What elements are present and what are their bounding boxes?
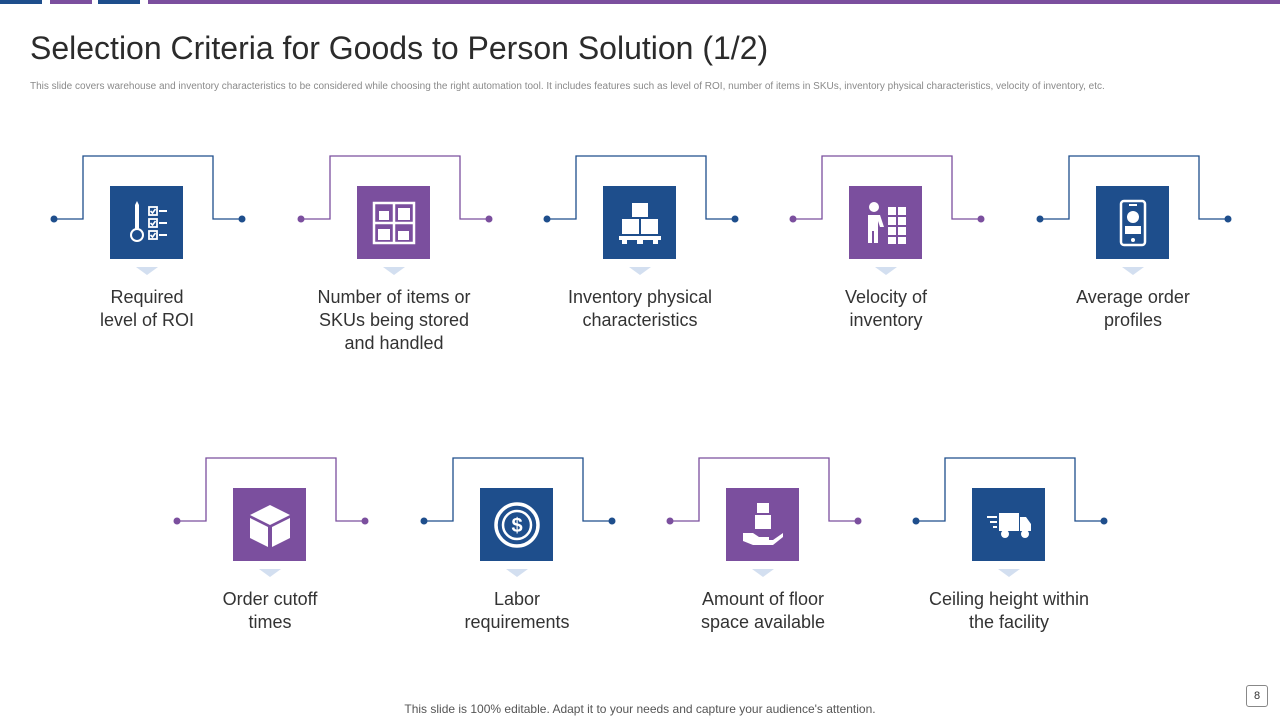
connector-frame	[666, 457, 862, 525]
icon-tile	[1096, 186, 1169, 259]
footer-note: This slide is 100% editable. Adapt it to…	[404, 702, 876, 716]
icon-tile	[233, 488, 306, 561]
connector-frame	[50, 155, 246, 223]
pointer-triangle	[629, 267, 651, 275]
pointer-triangle	[136, 267, 158, 275]
slide-title: Selection Criteria for Goods to Person S…	[30, 30, 769, 66]
icon-tile	[357, 186, 430, 259]
connector-frame	[1036, 155, 1232, 223]
connector-frame	[297, 155, 493, 223]
roi-checklist-icon	[123, 199, 171, 247]
pointer-triangle	[259, 569, 281, 577]
package-box-icon	[246, 501, 294, 549]
connector-frame	[543, 155, 739, 223]
top-accent-bar-2	[50, 0, 92, 4]
mobile-order-icon	[1109, 199, 1157, 247]
person-stacking-icon	[862, 199, 910, 247]
icon-tile	[849, 186, 922, 259]
pointer-triangle	[875, 267, 897, 275]
icon-tile	[972, 488, 1045, 561]
icon-tile	[726, 488, 799, 561]
connector-frame	[912, 457, 1108, 525]
slide-subtitle: This slide covers warehouse and inventor…	[30, 81, 1105, 92]
delivery-truck-icon	[985, 501, 1033, 549]
connector-frame	[173, 457, 369, 525]
pointer-triangle	[752, 569, 774, 577]
icon-tile	[603, 186, 676, 259]
hand-box-icon	[739, 501, 787, 549]
top-accent-bar-4	[148, 0, 1280, 4]
pallet-boxes-icon	[616, 199, 664, 247]
pointer-triangle	[1122, 267, 1144, 275]
svg-text:$: $	[511, 515, 522, 537]
page-number: 8	[1246, 685, 1268, 707]
top-accent-bar-1	[0, 0, 42, 4]
pointer-triangle	[383, 267, 405, 275]
pointer-triangle	[998, 569, 1020, 577]
pointer-triangle	[506, 569, 528, 577]
icon-tile	[110, 186, 183, 259]
top-accent-bar-3	[98, 0, 140, 4]
dollar-coin-icon: $	[493, 501, 541, 549]
connector-frame	[789, 155, 985, 223]
icon-tile: $	[480, 488, 553, 561]
shelf-boxes-icon	[370, 199, 418, 247]
connector-frame	[420, 457, 616, 525]
